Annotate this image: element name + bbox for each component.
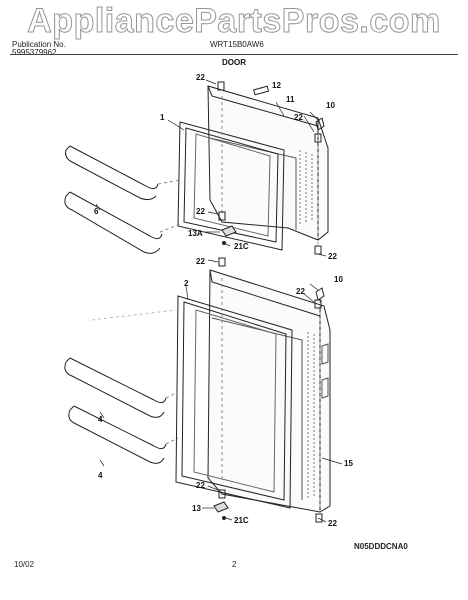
callout-11: 11 bbox=[286, 95, 295, 104]
center-hinge-bushing bbox=[218, 257, 226, 267]
door-stop bbox=[315, 287, 325, 301]
callout-leaders bbox=[95, 79, 343, 523]
callout-22: 22 bbox=[196, 73, 205, 82]
freezer-leader-lines bbox=[157, 96, 319, 244]
publication-number: 5995379962 bbox=[12, 48, 57, 57]
callout-2: 2 bbox=[184, 279, 189, 288]
callout-21c: 21C bbox=[234, 242, 249, 251]
door-stop bbox=[315, 117, 325, 131]
callout-22: 22 bbox=[196, 481, 205, 490]
callout-22: 22 bbox=[328, 519, 337, 528]
callout-13a: 13A bbox=[188, 229, 203, 238]
hinge-pin-cap bbox=[217, 81, 225, 91]
callout-1: 1 bbox=[160, 113, 165, 122]
fresh-food-door-panel bbox=[207, 269, 331, 513]
diagram-code: N05DDDCNA0 bbox=[354, 542, 408, 551]
door-stop-13 bbox=[213, 501, 229, 513]
callout-4: 4 bbox=[98, 415, 103, 424]
lower-bushing bbox=[218, 489, 226, 499]
callout-22: 22 bbox=[328, 252, 337, 261]
fresh-food-door-gasket bbox=[175, 295, 293, 509]
model-number: WRT15B0AW6 bbox=[210, 40, 264, 49]
screw-21c bbox=[222, 516, 226, 520]
publication-label: Publication No. bbox=[12, 40, 66, 49]
callout-10: 10 bbox=[326, 101, 335, 110]
callout-4: 4 bbox=[98, 471, 103, 480]
callout-10: 10 bbox=[334, 275, 343, 284]
page-number: 2 bbox=[232, 560, 237, 569]
callout-22: 22 bbox=[296, 287, 305, 296]
section-title: DOOR bbox=[222, 58, 246, 67]
callout-22: 22 bbox=[294, 113, 303, 122]
callout-6: 6 bbox=[94, 207, 99, 216]
fresh-food-door-shelves bbox=[64, 357, 167, 464]
lower-bushing bbox=[218, 211, 226, 221]
callout-22: 22 bbox=[196, 257, 205, 266]
callout-12: 12 bbox=[272, 81, 281, 90]
site-watermark: AppliancePartsPros.com bbox=[27, 2, 441, 41]
header-rule bbox=[10, 54, 458, 55]
callout-21c: 21C bbox=[234, 516, 249, 525]
door-stop-13a bbox=[221, 225, 237, 237]
hinge-cover bbox=[253, 85, 270, 96]
callout-13: 13 bbox=[192, 504, 201, 513]
fresh-food-leader-lines bbox=[91, 278, 321, 516]
hinge-bushing bbox=[314, 245, 322, 255]
hinge-bushing bbox=[315, 513, 323, 523]
hinge-bushing bbox=[314, 133, 322, 143]
screw-21c bbox=[222, 241, 226, 245]
callout-22: 22 bbox=[196, 207, 205, 216]
freezer-door-shelves bbox=[64, 145, 163, 254]
hinge-bushing bbox=[314, 299, 322, 309]
freezer-door-gasket bbox=[177, 121, 285, 251]
callout-15: 15 bbox=[344, 459, 353, 468]
revision-date: 10/02 bbox=[14, 560, 35, 569]
